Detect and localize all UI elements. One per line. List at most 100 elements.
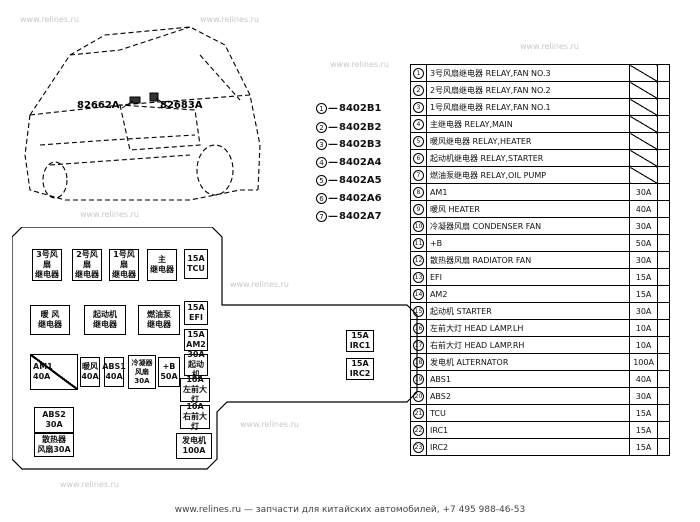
part-name: 主继电器 RELAY,MAIN [425,115,631,133]
legend-code: 8402A4 [339,157,382,168]
row-number: 2 [412,84,424,96]
blank-cell [657,387,670,405]
fuse-rating: 15A [187,330,205,339]
amperage: 30A [629,302,659,320]
fuse-label: 冷凝器 [131,358,153,367]
watermark: www.relines.ru [240,420,299,429]
amperage: 10A [629,336,659,354]
legend-item: 1—8402B1 [316,103,381,114]
amperage: 10A [629,319,659,337]
amperage: 100A [629,353,659,371]
footer-text: www.relines.ru — запчасти для китайских … [174,505,526,515]
legend-number: 3 [316,139,327,150]
relay-label: 继电器 [75,270,99,279]
amperage [629,149,659,167]
legend-item: 5—8402A5 [316,175,382,186]
relay-label: 燃油泵 [147,310,171,319]
amperage: 30A [629,217,659,235]
amperage: 30A [629,387,659,405]
row-number: 13 [412,271,424,283]
row-number: 8 [412,186,424,198]
row-number-cell: 10 [410,217,427,235]
row-number-cell: 2 [410,81,427,99]
fuse-label: 暖风 [82,362,98,371]
fuse-label: 散热器 [42,435,66,444]
row-number: 10 [412,220,424,232]
amperage [629,64,659,82]
row-number-cell: 13 [410,268,427,286]
row-number-cell: 23 [410,438,427,456]
relay-fan-no1: 1号风扇继电器 [109,249,139,281]
part-name: +B [425,234,631,252]
watermark: www.relines.ru [330,60,389,69]
relay-label: 2号风扇 [76,250,98,269]
part-name: 1号风扇继电器 RELAY,FAN NO.1 [425,98,631,116]
fuse-rating: 15A [351,359,369,368]
watermark: www.relines.ru [80,210,139,219]
legend-item: 3—8402B3 [316,139,381,150]
row-number: 6 [412,152,424,164]
part-name: 3号风扇继电器 RELAY,FAN NO.3 [425,64,631,82]
row-number: 22 [412,424,424,436]
relay-label: 3号风扇 [36,250,58,269]
amperage: 50A [629,234,659,252]
row-number-cell: 20 [410,387,427,405]
fuse-label: 右前大灯 [183,412,207,431]
row-number: 18 [412,356,424,368]
fuse-rating: 30A [45,420,63,429]
row-number: 16 [412,322,424,334]
relay-fan-no2: 2号风扇继电器 [72,249,102,281]
row-number-cell: 1 [410,64,427,82]
blank-cell [657,421,670,439]
amperage: 15A [629,438,659,456]
legend-item: 7—8402A7 [316,211,382,222]
fuse-rating: 100A [182,446,206,455]
row-number: 4 [412,118,424,130]
relay-heater: 暖 风继电器 [30,305,70,335]
part-name: 起动机 STARTER [425,302,631,320]
amperage [629,115,659,133]
part-name: TCU [425,404,631,422]
blank-cell [657,251,670,269]
row-number-cell: 3 [410,98,427,116]
blank-cell [657,81,670,99]
fuse-radiator-fan: 散热器风扇30A [34,433,74,457]
fuse-rating: 15A [187,254,205,263]
blank-cell [657,234,670,252]
blank-cell [657,438,670,456]
fuse-rating: 40A [105,372,123,381]
blank-cell [657,268,670,286]
relay-label: 暖 风 [40,310,60,319]
row-number-cell: 14 [410,285,427,303]
part-name: 左前大灯 HEAD LAMP.LH [425,319,631,337]
relay-fuel-pump: 燃油泵继电器 [138,305,180,335]
part-name: 右前大灯 HEAD LAMP.RH [425,336,631,354]
part-name: 发电机 ALTERNATOR [425,353,631,371]
amperage [629,81,659,99]
blank-cell [657,98,670,116]
fuse-label: EFI [189,313,203,322]
part-name: EFI [425,268,631,286]
row-number: 9 [412,203,424,215]
part-name: 散热器风扇 RADIATOR FAN [425,251,631,269]
car-drawing [24,26,261,201]
car-illustration: 82662A 82683A [10,5,270,225]
watermark: www.relines.ru [200,15,259,24]
row-number-cell: 18 [410,353,427,371]
fuse-rating: 30A [134,376,150,385]
part-name: IRC2 [425,438,631,456]
